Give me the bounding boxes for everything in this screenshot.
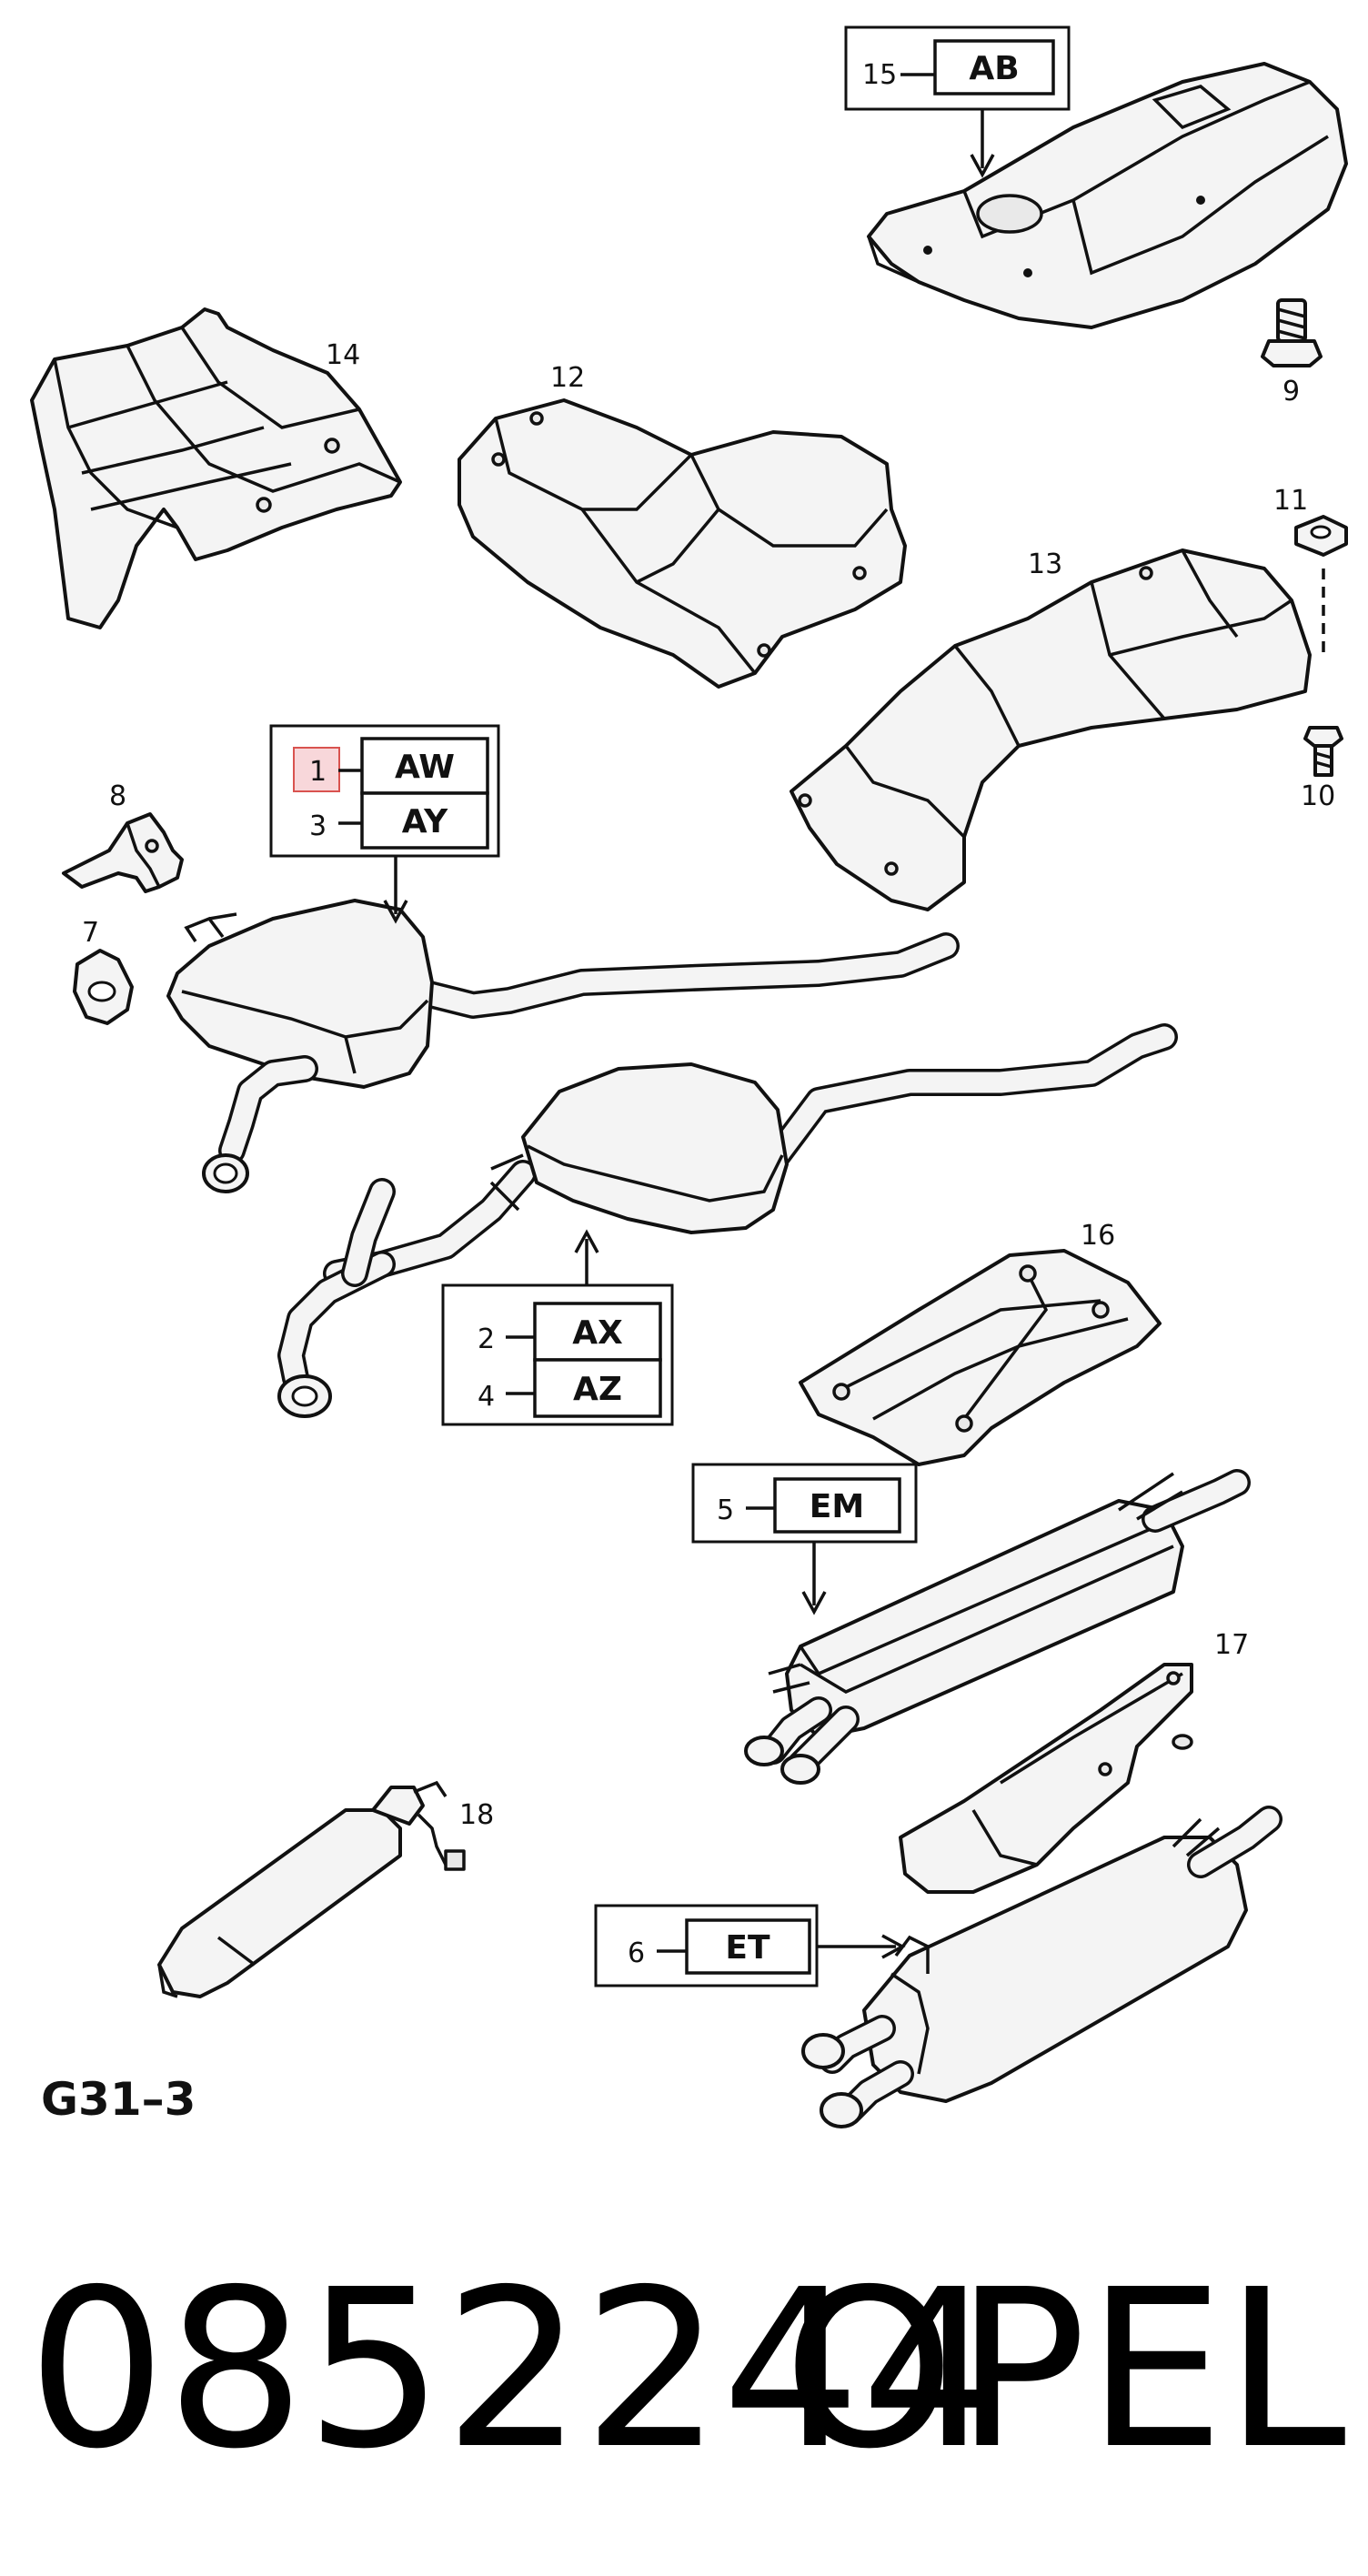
part-5-rear-muffler [744, 1469, 1251, 1785]
callout-5: 5 EM [691, 1463, 918, 1615]
part-number-4: 4 [478, 1381, 495, 1413]
part-number-14: 14 [326, 339, 360, 371]
part-7-rubber-mount [73, 949, 134, 1025]
part-number-16: 16 [1081, 1220, 1115, 1252]
part-11-nut [1294, 515, 1348, 557]
brand-name: OPEL [783, 2242, 1346, 2497]
part-number-17: 17 [1214, 1629, 1249, 1661]
part-number-18: 18 [459, 1799, 494, 1831]
part-number-9: 9 [1282, 376, 1300, 408]
part-number-8: 8 [109, 780, 126, 812]
part-13-heat-shield [790, 548, 1312, 911]
part-6-rear-muffler [801, 1806, 1282, 2128]
code-AB: AB [969, 50, 1019, 87]
code-AY: AY [402, 803, 448, 840]
part-number-11: 11 [1273, 485, 1308, 517]
code-AW: AW [395, 749, 455, 786]
part-number-2: 2 [478, 1323, 495, 1355]
part-17-heat-shield [899, 1663, 1193, 1894]
part-number-3: 3 [309, 810, 327, 842]
part-number-13: 13 [1028, 548, 1062, 580]
part-number-10: 10 [1301, 780, 1335, 812]
part-1-3-front-muffler [166, 899, 960, 1193]
callout-6: 6 ET [594, 1904, 906, 1987]
catalog-number: 0852244 [27, 2242, 1000, 2497]
part-9-bolt [1261, 298, 1323, 367]
code-AX: AX [572, 1314, 623, 1352]
callout-2-4: 2 AX 4 AZ [441, 1229, 674, 1426]
part-number-15: 15 [862, 59, 897, 91]
part-18-sensor [157, 1780, 466, 1998]
code-ET: ET [725, 1929, 770, 1967]
part-14-shield-bracket [30, 307, 402, 629]
code-EM: EM [810, 1488, 864, 1525]
part-8-clamp [62, 812, 184, 893]
part-number-1: 1 [309, 756, 327, 788]
part-15-heat-shield [867, 62, 1348, 329]
code-AZ: AZ [573, 1371, 622, 1408]
part-number-7: 7 [82, 917, 99, 949]
highlight-part-1 [293, 747, 340, 792]
part-16-shield-plate [799, 1249, 1162, 1466]
part-number-5: 5 [717, 1494, 734, 1526]
figure-code: G31–3 [41, 2073, 196, 2126]
part-10-bolt [1303, 726, 1343, 777]
callout-15: 15 AB [844, 25, 1071, 178]
part-12-heat-shield [458, 398, 907, 689]
part-number-6: 6 [628, 1937, 645, 1969]
callout-1-3: 1 AW 3 AY [269, 724, 500, 924]
part-number-12: 12 [550, 362, 585, 394]
part-2-4-center-muffler [277, 1023, 1178, 1418]
